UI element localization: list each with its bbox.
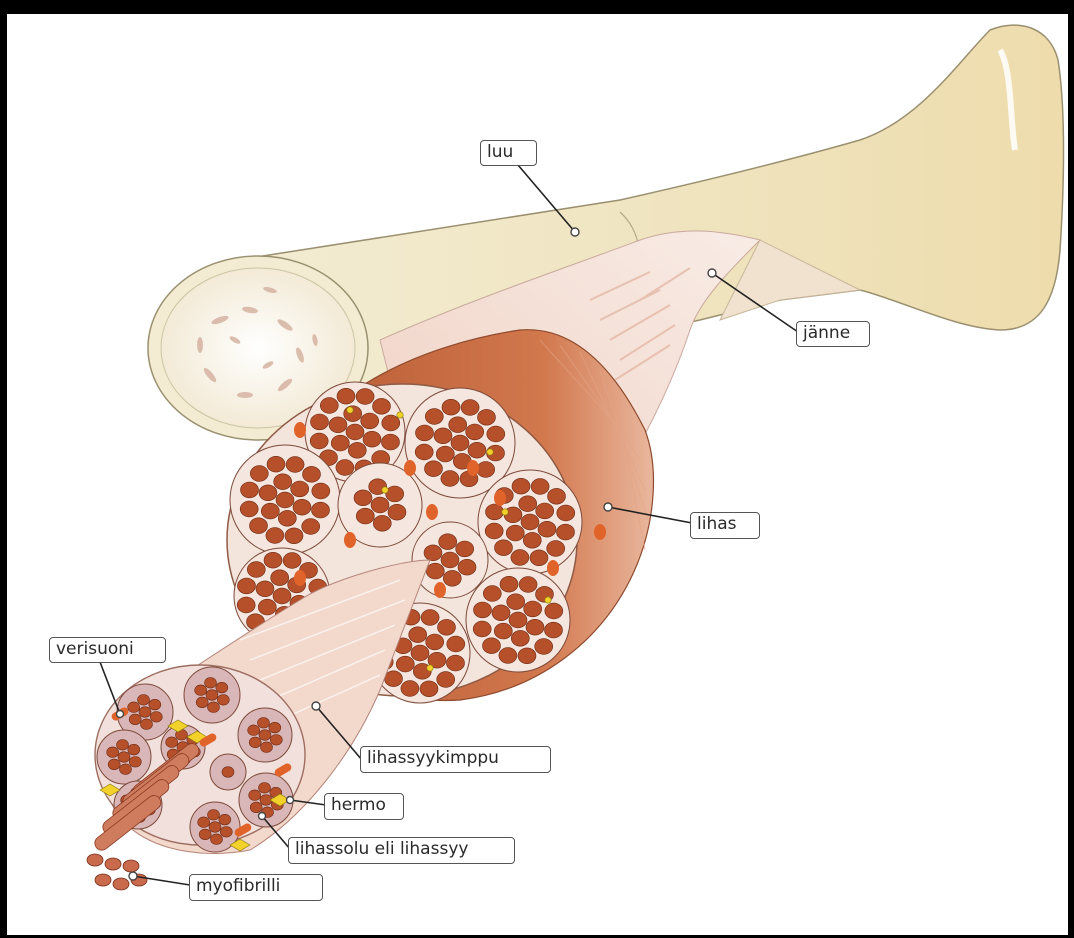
blood-vessel [434,582,446,598]
label-myofibrilli: myofibrilli [189,874,323,901]
label-verisuoni: verisuoni [49,637,166,663]
blood-vessel [344,532,356,548]
nerve [545,597,551,603]
fiber-group-2 [184,667,240,723]
blood-vessel [467,460,479,476]
nerve [382,487,388,493]
nerve [487,449,493,455]
fiber-group-3 [238,708,292,762]
label-lihas: lihas [690,512,760,539]
blood-vessel [494,490,506,506]
fiber-group-4 [97,730,151,784]
label-lihassolu: lihassolu eli lihassyy [288,837,515,864]
label-janne: jänne [796,321,870,347]
nerve [397,412,403,418]
nerve [347,407,353,413]
blood-vessel [594,524,606,540]
blood-vessel [404,460,416,476]
blood-vessel [547,560,559,576]
fiber-group-6 [210,754,246,790]
blood-vessel [294,422,306,438]
blood-vessel [294,570,306,586]
label-hermo: hermo [324,793,404,820]
label-luu: luu [480,140,537,166]
fascicle-5 [478,470,582,574]
fascicle-3 [230,445,340,555]
blood-vessel [426,504,438,520]
label-lihassyykimppu: lihassyykimppu [360,746,551,773]
nerve [427,665,433,671]
fascicle-7 [466,568,570,672]
nerve [502,509,508,515]
